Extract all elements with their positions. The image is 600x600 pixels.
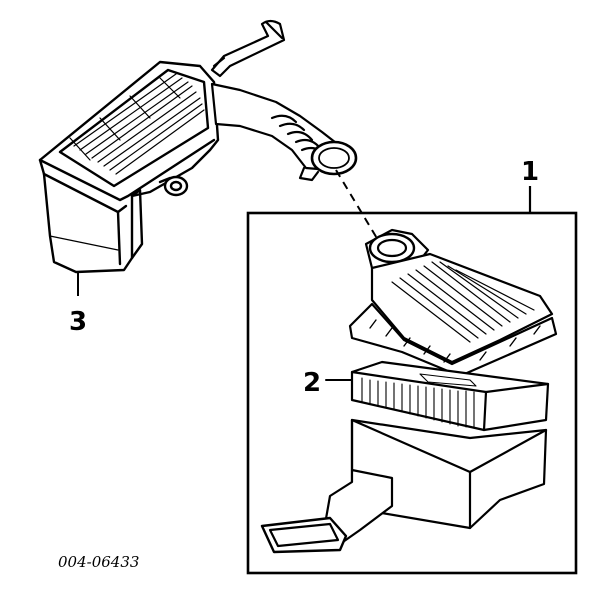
assembly-frame <box>246 186 578 575</box>
intake-hose <box>210 82 358 182</box>
resonator-assembly <box>38 19 379 296</box>
callout-1-label: 1 <box>521 157 539 187</box>
filter-element <box>325 360 550 432</box>
callout-3-label: 3 <box>69 307 87 337</box>
air-cleaner-cover <box>348 228 558 378</box>
callout-2-label: 2 <box>303 368 321 398</box>
lower-housing <box>260 418 548 554</box>
resonator-box <box>38 60 220 274</box>
diagram-part-number: 004-06433 <box>58 553 139 571</box>
resonator-top-tube <box>210 19 286 78</box>
connection-dashed-line <box>335 169 379 241</box>
